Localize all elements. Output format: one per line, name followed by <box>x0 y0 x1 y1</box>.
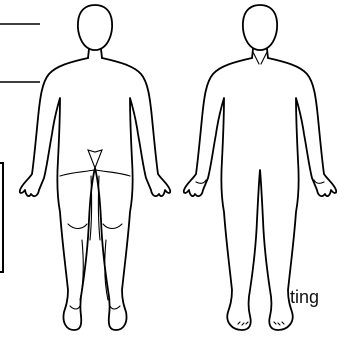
form-box-edge <box>0 163 3 272</box>
human-body-back-outline-icon <box>20 5 170 330</box>
human-body-front-outline-icon <box>184 5 336 330</box>
cropped-label-text: ting <box>290 288 319 306</box>
